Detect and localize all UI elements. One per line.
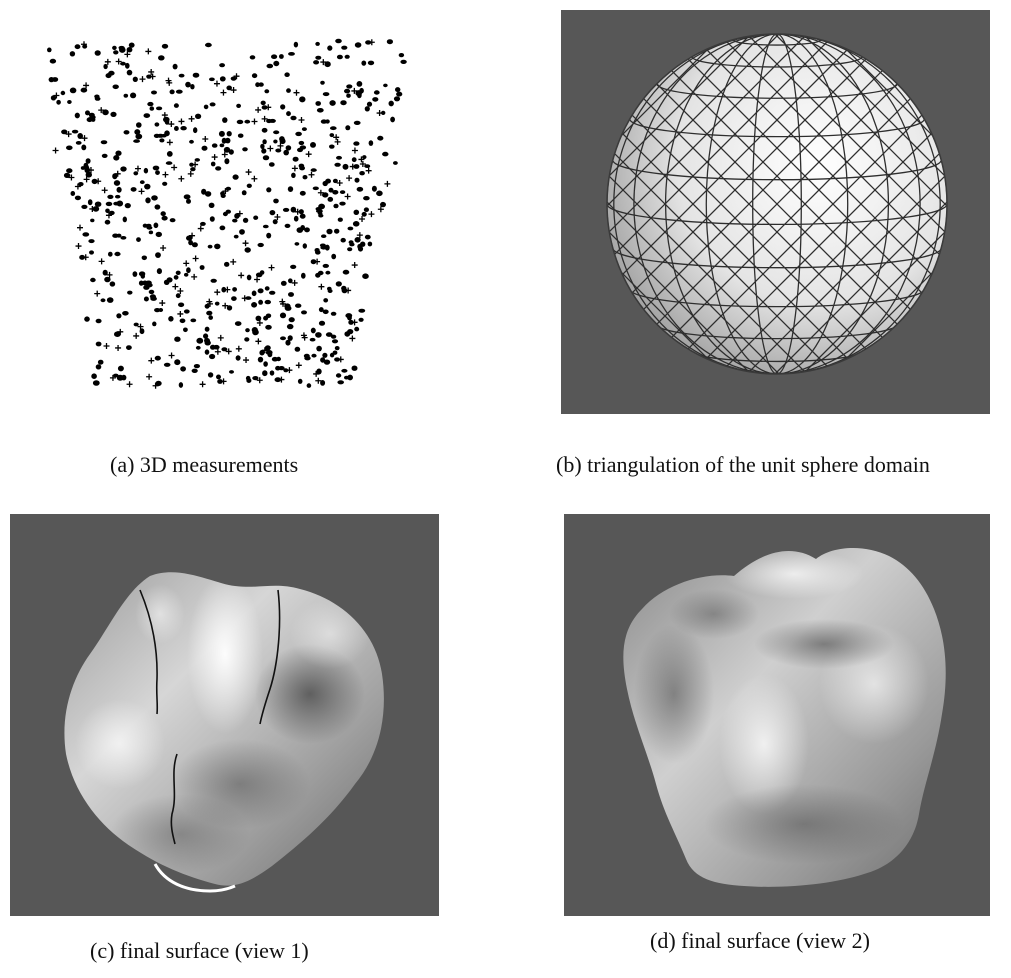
- panel-c-surface-view1: [10, 514, 439, 916]
- panel-a-point-cloud: [35, 28, 415, 398]
- caption-c: (c) final surface (view 1): [90, 938, 309, 964]
- surface-render-view1: [10, 514, 439, 916]
- point-cloud-plot: [35, 28, 415, 398]
- surface-render-view2: [564, 514, 990, 916]
- caption-a: (a) 3D measurements: [110, 452, 298, 478]
- caption-b: (b) triangulation of the unit sphere dom…: [556, 452, 930, 478]
- panel-d-surface-view2: [564, 514, 990, 916]
- panel-b-sphere: [561, 10, 990, 414]
- caption-d: (d) final surface (view 2): [650, 928, 870, 954]
- sphere-triangulation-render: [561, 10, 990, 414]
